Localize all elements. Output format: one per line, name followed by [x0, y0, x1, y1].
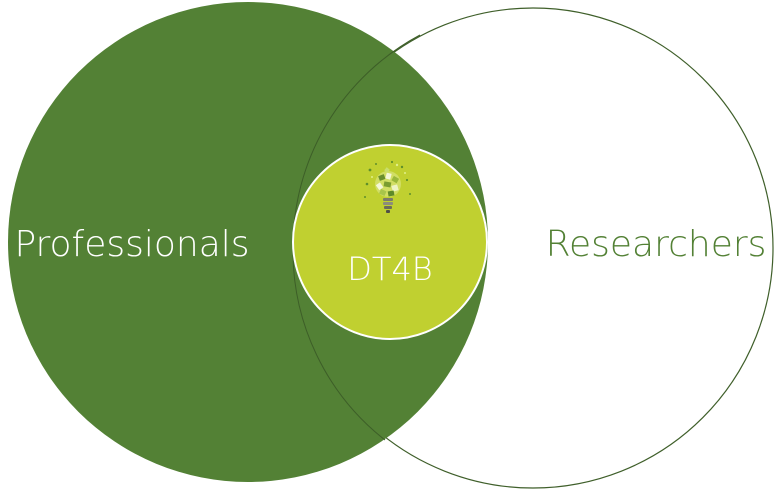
professionals-circle [8, 2, 488, 482]
professionals-label: Professionals [14, 224, 249, 265]
researchers-label: Researchers [546, 224, 767, 265]
researchers-outline-overlap-lower [292, 247, 386, 441]
researchers-outline-overlap [292, 34, 421, 249]
dt4b-circle [292, 144, 488, 340]
dt4b-label: DT4B [347, 250, 433, 288]
lightbulb-icon [364, 160, 411, 213]
